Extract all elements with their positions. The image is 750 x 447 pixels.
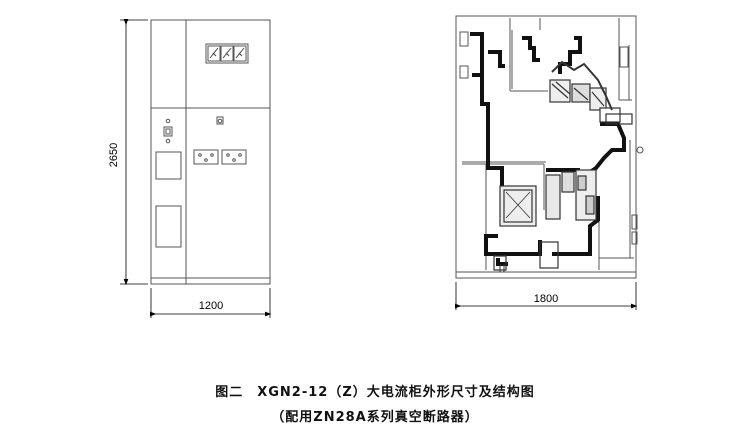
lower-inspection-window <box>155 205 182 248</box>
upper-inspection-window <box>155 151 182 180</box>
meter-panel <box>205 43 249 64</box>
side-depth-label: 1800 <box>534 293 558 305</box>
front-height-dimension <box>120 18 148 286</box>
figure-caption-subtitle: （配用ZN28A系列真空断路器） <box>271 410 479 425</box>
upper-breaker-assembly <box>549 60 633 125</box>
front-cabinet-outline <box>150 19 271 285</box>
front-height-label: 2650 <box>108 143 120 167</box>
side-depth-dimension <box>454 282 638 310</box>
figure-caption-title: 图二 XGN2-12（Z）大电流柜外形尺寸及结构图 <box>215 385 535 400</box>
right-door-indicator <box>216 116 224 125</box>
front-width-label: 1200 <box>199 300 223 312</box>
front-view <box>150 19 271 285</box>
side-cabinet-outline <box>455 15 637 279</box>
left-door-controls <box>163 118 173 144</box>
lower-breaker-assembly <box>493 169 597 272</box>
front-width-dimension <box>149 288 272 318</box>
busbar-system <box>470 32 626 266</box>
socket-pair <box>193 149 247 165</box>
